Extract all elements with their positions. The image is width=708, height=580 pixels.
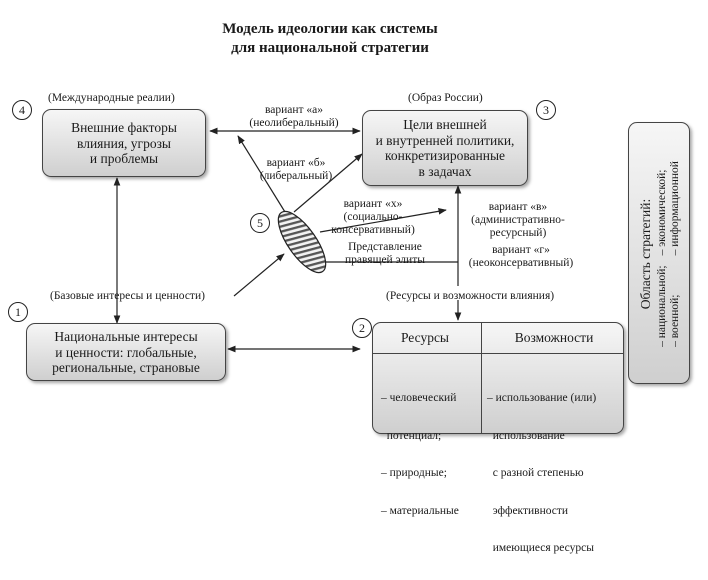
variant-v-name: вариант «в» bbox=[488, 201, 548, 213]
strategies-content: Область стратегий: – национальной; – вое… bbox=[638, 134, 682, 374]
external-line-1: Внешние факторы bbox=[71, 120, 177, 135]
strategies-list: – национальной; – военной; – экономическ… bbox=[656, 134, 682, 374]
national-caption: (Базовые интересы и ценности) bbox=[50, 290, 205, 302]
goals-line-3: конкретизированные bbox=[384, 148, 506, 163]
external-caption: (Международные реалии) bbox=[48, 92, 175, 104]
variant-x-type-2: консервативный) bbox=[331, 224, 415, 236]
variant-g-type: (неоконсервативный) bbox=[468, 257, 574, 269]
external-factors-box: Внешние факторы влияния, угрозы и пробле… bbox=[42, 109, 206, 177]
connector-arrows bbox=[113, 127, 462, 353]
goals-number: 3 bbox=[536, 100, 556, 120]
arrow-national-ellipse bbox=[233, 253, 285, 297]
variant-a-type: (неолиберальный) bbox=[249, 117, 339, 129]
national-number: 1 bbox=[8, 302, 28, 322]
resource-item-2: – природные; bbox=[381, 467, 447, 479]
variant-a-name: вариант «а» bbox=[264, 104, 324, 116]
arrow-ellipse-external bbox=[237, 135, 286, 213]
resources-number: 2 bbox=[352, 318, 372, 338]
opportunity-line-2: использование bbox=[487, 429, 565, 442]
variant-x-type-1: (социально- bbox=[343, 211, 403, 223]
external-line-2: влияния, угрозы bbox=[77, 135, 171, 151]
resource-item-1b: потенциал; bbox=[381, 429, 442, 442]
external-line-3: и проблемы bbox=[89, 151, 159, 166]
strategy-economic: – экономической; bbox=[656, 169, 668, 256]
goals-caption: (Образ России) bbox=[408, 92, 483, 104]
variant-g-name: вариант «г» bbox=[492, 244, 550, 256]
variant-v-type-1: (административно- bbox=[471, 214, 565, 226]
opportunity-line-1: – использование (или) bbox=[487, 392, 597, 404]
elite-label: Представление правящей элиты bbox=[340, 241, 430, 267]
arrow-variant-b bbox=[293, 153, 363, 213]
strategy-national: – национальной; bbox=[656, 265, 668, 347]
strategies-box: Область стратегий: – национальной; – вое… bbox=[628, 122, 690, 384]
resources-col2-header: Возможности bbox=[514, 330, 594, 345]
national-line-3: региональные, страновые bbox=[52, 360, 200, 375]
goals-box: Цели внешней и внутренней политики, конк… bbox=[362, 110, 528, 186]
variant-v-type-2: ресурсный) bbox=[489, 227, 547, 239]
strategy-information: – информационной bbox=[669, 161, 681, 256]
elite-ellipse bbox=[277, 210, 327, 274]
resources-caption: (Ресурсы и возможности влияния) bbox=[386, 290, 555, 302]
goals-line-1: Цели внешней bbox=[403, 117, 487, 132]
resource-item-1: – человеческий bbox=[381, 392, 457, 404]
strategy-military: – военной; bbox=[669, 294, 681, 347]
strategies-col-2: – экономической; – информационной bbox=[656, 161, 682, 255]
variant-a-label: вариант «а» (неолиберальный) bbox=[248, 104, 340, 130]
national-line-1: Национальные интересы bbox=[54, 329, 198, 344]
variant-x-name: вариант «х» bbox=[343, 198, 403, 210]
resources-box: Ресурсы Возможности – человеческий потен… bbox=[372, 322, 624, 554]
variant-b-name: вариант «б» bbox=[266, 157, 326, 169]
elite-number: 5 bbox=[250, 213, 270, 233]
strategies-col-1: – национальной; – военной; bbox=[656, 265, 682, 347]
goals-line-2: и внутренней политики, bbox=[375, 132, 515, 148]
resources-col1-header: Ресурсы bbox=[400, 330, 450, 345]
resource-item-3: – материальные bbox=[381, 504, 459, 517]
opportunity-line-4: эффективности bbox=[487, 504, 569, 517]
elite-line-2: правящей элиты bbox=[345, 254, 425, 266]
national-line-2: и ценности: глобальные, bbox=[55, 344, 197, 360]
goals-line-4: в задачах bbox=[418, 163, 472, 179]
variant-b-label: вариант «б» (либеральный) bbox=[256, 157, 336, 183]
opportunity-line-3: с разной степенью bbox=[487, 467, 584, 479]
resources-header-divider bbox=[373, 353, 623, 354]
strategies-title: Область стратегий: bbox=[638, 198, 653, 310]
opportunity-line-5: имеющиеся ресурсы bbox=[487, 542, 594, 554]
title-line-1: Модель идеологии как системы bbox=[222, 21, 438, 37]
title-line-2: для национальной стратегии bbox=[231, 40, 429, 56]
diagram-title: Модель идеологии как системы для национа… bbox=[0, 20, 660, 58]
variant-x-label: вариант «х» (социально- консервативный) bbox=[330, 198, 416, 237]
variant-g-label: вариант «г» (неоконсервативный) bbox=[464, 244, 578, 270]
resources-col1-list: – человеческий потенциал; – природные; –… bbox=[381, 367, 459, 542]
resources-col2-list: – использование (или) использование с ра… bbox=[487, 367, 596, 580]
variant-v-label: вариант «в» (административно- ресурсный) bbox=[468, 201, 568, 240]
variant-b-type: (либеральный) bbox=[259, 170, 333, 182]
resources-col-divider bbox=[481, 323, 482, 433]
national-interests-box: Национальные интересы и ценности: глобал… bbox=[26, 323, 226, 381]
arrow-variant-x bbox=[319, 207, 447, 233]
external-number: 4 bbox=[12, 100, 32, 120]
elite-line-1: Представление bbox=[348, 241, 422, 253]
